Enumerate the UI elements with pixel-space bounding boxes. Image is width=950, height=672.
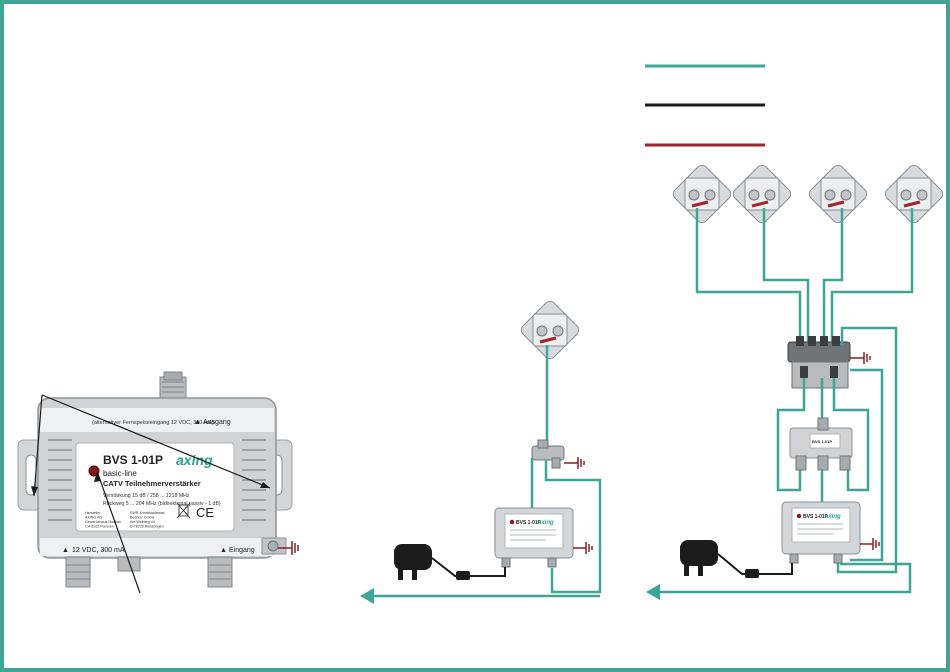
multi-outlet-installation: BVS 1-01P BVS 1-01P axing — [646, 164, 944, 600]
amplifier-bottom-strip — [40, 538, 274, 556]
cable-ferrite — [456, 571, 470, 580]
amplifier-spec-return: Rückweg 5 ... 204 MHz (bidirektional pas… — [103, 501, 221, 507]
splitter-icon: BVS 1-01P — [789, 417, 853, 471]
pointer-arrows — [33, 394, 271, 594]
tv-outlet-icon — [884, 164, 944, 224]
cooling-fins-right — [242, 439, 266, 521]
maker-line: D-78239 Rielasingen — [130, 525, 164, 529]
ground-symbol-icon — [278, 541, 299, 555]
amplifier-label-card — [75, 442, 235, 532]
arrowhead — [260, 482, 270, 488]
small-amplifier-model: BVS 1-01P — [516, 520, 542, 526]
signal-arrow-icon — [360, 588, 374, 604]
tv-outlet-icon — [732, 164, 792, 224]
maker-line: CH-8262 Ramsen — [85, 525, 114, 529]
small-amplifier-brand: axing — [538, 520, 554, 526]
ground-symbol-icon — [573, 542, 593, 554]
amplifier-output-label: Ausgang — [203, 419, 231, 426]
maker-line: EWR-Kontaktadresse: — [130, 511, 166, 515]
maker-column-2: EWR-Kontaktadresse: Bedörer GmbH Am Weib… — [130, 511, 166, 529]
cable-black — [717, 553, 793, 575]
arrowhead — [94, 472, 101, 482]
splitter-icon — [531, 439, 565, 469]
amplifier-top-strip — [40, 408, 274, 432]
f-connector-bottom-left — [65, 556, 91, 588]
amplifier-power-label: 12 VDC, 300 mA — [72, 547, 125, 554]
multi-tap-icon — [787, 336, 851, 389]
f-connector-top — [159, 371, 187, 400]
legend — [645, 64, 765, 147]
amplifier-brand-logo: axing — [176, 452, 213, 468]
amplifier-device: (alternativer Fernspeiseeingang 12 VDC, … — [17, 371, 299, 594]
arrowhead — [31, 486, 38, 496]
tv-outlet-icon — [808, 164, 868, 224]
cables-teal-tap — [776, 326, 898, 574]
signal-line — [658, 562, 912, 594]
maker-column-1: Hersteller: AXING AG Gewerbehaus Moskau … — [85, 511, 121, 529]
power-adapter-icon — [680, 540, 718, 576]
signal-arrow-icon — [646, 584, 660, 600]
power-jack — [117, 556, 141, 572]
small-amplifier-brand: axing — [825, 514, 841, 520]
tv-outlet-icon — [672, 164, 732, 224]
maker-line: Gewerbehaus Moskau — [85, 520, 121, 524]
small-amplifier-model: BVS 1-01P — [803, 514, 829, 520]
ce-mark: CE — [196, 505, 214, 520]
crossed-bin-icon — [176, 502, 191, 519]
ground-symbol-icon — [850, 352, 871, 364]
f-connector-bottom-right — [207, 556, 233, 588]
amplifier-input-label: Eingang — [229, 547, 255, 554]
cables-teal-outlets — [695, 208, 914, 345]
small-amplifier: BVS 1-01P axing — [494, 507, 574, 568]
input-triangle-icon: ▲ — [220, 547, 227, 554]
amplifier-series: basic-line — [103, 469, 137, 478]
output-triangle-icon: ▲ — [194, 419, 201, 426]
ground-screw — [267, 540, 279, 552]
amplifier-model: BVS 1-01P — [103, 453, 163, 467]
amplifier-spec-gain: Verstärkung 15 dB / 258 ... 1218 MHz — [103, 493, 190, 499]
amplifier-product: CATV Teilnehmerverstärker — [103, 479, 201, 488]
cooling-fins-left — [48, 439, 72, 521]
maker-line: AXING AG — [85, 516, 102, 520]
single-outlet-installation: BVS 1-01P axing — [360, 300, 602, 604]
power-triangle-icon: ▲ — [62, 547, 69, 554]
power-adapter-icon — [394, 544, 432, 580]
small-amplifier: BVS 1-01P axing — [781, 501, 861, 564]
cable-black — [431, 557, 506, 577]
tv-outlet-icon — [520, 300, 580, 360]
cable-ferrite — [745, 569, 759, 578]
ground-symbol-icon — [860, 538, 880, 550]
maker-line: Am Weiberg 44 — [130, 520, 155, 524]
amplifier-top-note: (alternativer Fernspeiseeingang 12 VDC, … — [92, 420, 214, 426]
splitter-model: BVS 1-01P — [812, 439, 832, 444]
status-led — [88, 465, 100, 477]
cable-teal — [544, 460, 602, 594]
maker-line: Bedörer GmbH — [130, 516, 155, 520]
maker-line: Hersteller: — [85, 511, 101, 515]
ground-symbol-icon — [564, 457, 585, 469]
